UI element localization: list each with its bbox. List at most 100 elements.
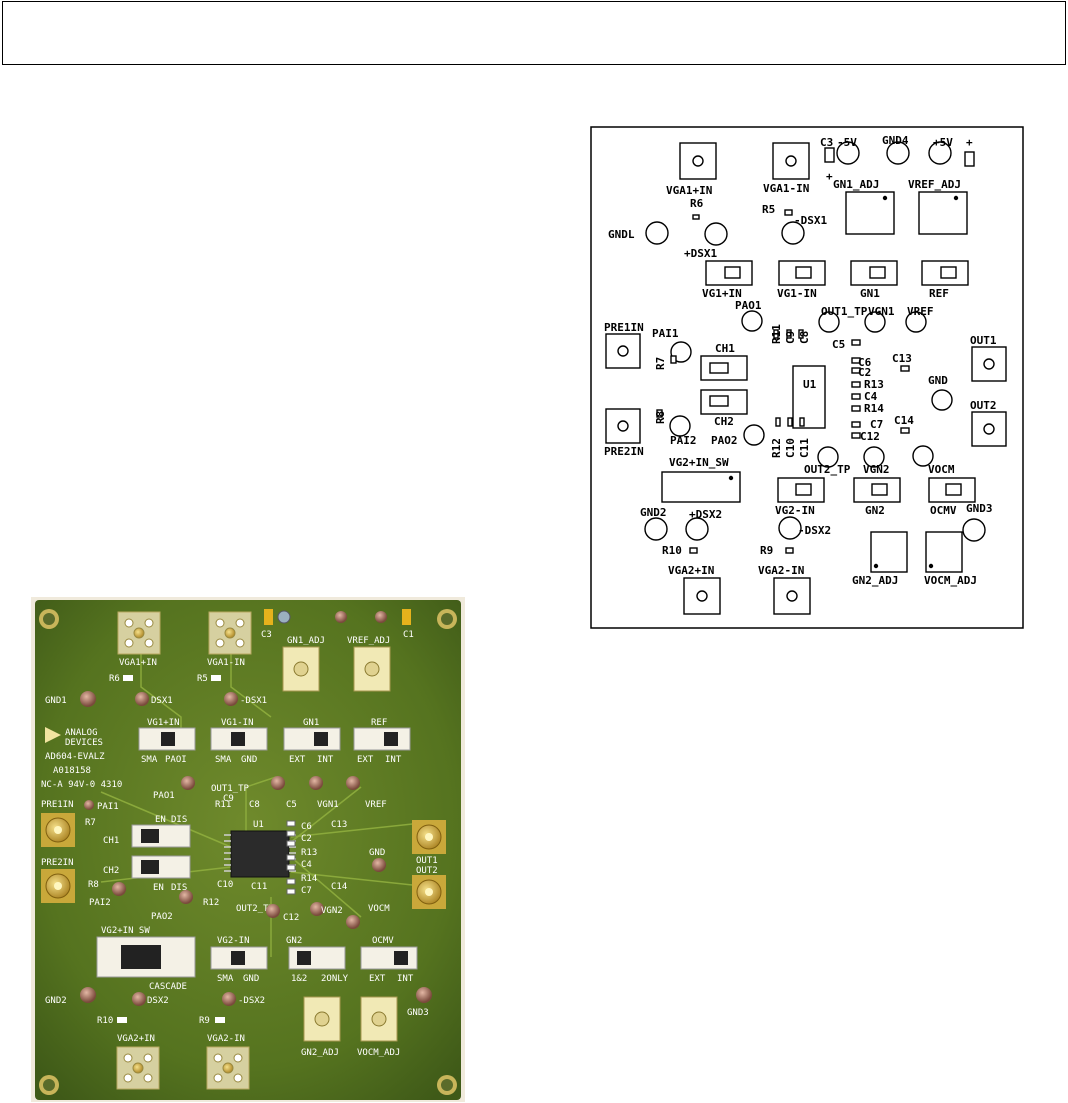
label-vga2n: VGA2-IN xyxy=(207,1034,245,1044)
silk-vrefadj: VREF_ADJ xyxy=(908,178,961,191)
label-r6: R6 xyxy=(109,674,120,684)
label-gn2adj: GN2_ADJ xyxy=(301,1048,339,1058)
label-c9: C9 xyxy=(223,794,234,804)
label-c2: C2 xyxy=(301,834,312,844)
label-pai2: PAI2 xyxy=(89,898,111,908)
silk-c8: C8 xyxy=(798,331,811,344)
label-pre2in: PRE2IN xyxy=(41,858,74,868)
silk-c3: C3 xyxy=(820,136,833,149)
silk-plus2: + xyxy=(966,136,973,149)
silk-dsx1p: +DSX1 xyxy=(684,247,717,260)
silk-c13: C13 xyxy=(892,352,912,365)
silk-r10: R10 xyxy=(662,544,682,557)
silk-c6: C6 xyxy=(858,356,872,369)
silk-vg2sw-switch xyxy=(661,471,741,503)
label-vg2sw: VG2+IN SW xyxy=(101,926,150,936)
silk-dsx2n: -DSX2 xyxy=(798,524,831,537)
silkscreen-diagram: C3 -5V GND4 +5V + + VGA1+IN VGA1-IN GN1_… xyxy=(590,126,1024,629)
silk-vg1p: VG1+IN xyxy=(702,287,742,300)
label-c14: C14 xyxy=(331,882,347,892)
label-out2tp: OUT2_TP xyxy=(236,904,275,914)
silk-pre2in: PRE2IN xyxy=(604,445,644,458)
label-boardno: A018158 xyxy=(53,766,91,776)
silk-gnd2: GND2 xyxy=(640,506,667,519)
silk-vgn1: VGN1 xyxy=(868,305,895,318)
photo-u1-chip xyxy=(230,830,290,878)
board-photo: VGA1+IN VGA1-IN C3 C1 GN1_ADJ VREF_ADJ R… xyxy=(31,597,465,1102)
label-r8: R8 xyxy=(88,880,99,890)
label-c1: C1 xyxy=(403,630,414,640)
label-vgn1: VGN1 xyxy=(317,800,339,810)
label-pai1: PAI1 xyxy=(97,802,119,812)
label-gn1: GN1 xyxy=(303,718,319,728)
label-vg1n: VG1-IN xyxy=(221,718,254,728)
label-vga2p: VGA2+IN xyxy=(117,1034,155,1044)
label-vg1in: VG1+IN xyxy=(147,718,180,728)
label-c3: C3 xyxy=(261,630,272,640)
label-board: AD604-EVALZ xyxy=(45,752,105,762)
silk-c11: C11 xyxy=(798,438,811,458)
silk-c9: C9 xyxy=(784,331,797,344)
silk-vga1p: VGA1+IN xyxy=(666,184,712,197)
silk-m5v: -5V xyxy=(837,136,857,149)
label-ul: NC-A 94V-0 4310 xyxy=(41,780,122,790)
silk-r14: R14 xyxy=(864,402,884,415)
label-pao2: PAO2 xyxy=(151,912,173,922)
label-vocm: VOCM xyxy=(368,904,390,914)
label-c11: C11 xyxy=(251,882,267,892)
silk-c7: C7 xyxy=(870,418,883,431)
label-ocmv: OCMV xyxy=(372,936,394,946)
silk-gn1adj: GN1_ADJ xyxy=(833,178,879,191)
silk-out1tp: OUT1_TP xyxy=(821,305,868,318)
label-u1: U1 xyxy=(253,820,264,830)
label-c8: C8 xyxy=(249,800,260,810)
label-vga1p: VGA1+IN xyxy=(119,658,157,668)
label-c6: C6 xyxy=(301,822,312,832)
silk-gn2: GN2 xyxy=(865,504,885,517)
label-gnd2: GND2 xyxy=(45,996,67,1006)
label-int3: INT xyxy=(397,974,414,984)
label-ch2: CH2 xyxy=(103,866,119,876)
silk-out1: OUT1 xyxy=(970,334,997,347)
label-pao1s: PAOI xyxy=(165,755,187,765)
silk-r9: R9 xyxy=(760,544,773,557)
label-vga1n: VGA1-IN xyxy=(207,658,245,668)
label-ref: REF xyxy=(371,718,387,728)
label-pre1in: PRE1IN xyxy=(41,800,74,810)
label-sma2: SMA xyxy=(215,755,232,765)
label-r11: R11 xyxy=(215,800,231,810)
silk-out2: OUT2 xyxy=(970,399,997,412)
label-gnd-s: GND xyxy=(241,755,257,765)
label-brand2: DEVICES xyxy=(65,738,103,748)
silk-r6: R6 xyxy=(690,197,704,210)
silk-vga1n: VGA1-IN xyxy=(763,182,809,195)
label-c5: C5 xyxy=(286,800,297,810)
label-dsx2a: DSX2 xyxy=(147,996,169,1006)
label-c10: C10 xyxy=(217,880,233,890)
silk-vg2sw: VG2+IN_SW xyxy=(669,456,729,469)
label-c4: C4 xyxy=(301,860,312,870)
label-gnd1: GND1 xyxy=(45,696,67,706)
silk-c2: C2 xyxy=(858,366,871,379)
silk-dsx1n: -DSX1 xyxy=(794,214,827,227)
label-ext3: EXT xyxy=(369,974,386,984)
silk-vrefadj-pot xyxy=(918,191,968,235)
silk-pre1in: PRE1IN xyxy=(604,321,644,334)
label-dsx1b: -DSX1 xyxy=(240,696,267,706)
silk-r8: R8 xyxy=(654,411,667,424)
label-r12: R12 xyxy=(203,898,219,908)
silk-gn2adj: GN2_ADJ xyxy=(852,574,898,587)
label-ch1: CH1 xyxy=(103,836,119,846)
silk-r7: R7 xyxy=(654,357,667,370)
label-gn1adj: GN1_ADJ xyxy=(287,636,325,646)
label-out2: OUT2 xyxy=(416,866,438,876)
silk-dsx2p: +DSX2 xyxy=(689,508,722,521)
silk-r5: R5 xyxy=(762,203,775,216)
silk-c5: C5 xyxy=(832,338,845,351)
silk-ocmv: OCMV xyxy=(930,504,957,517)
silk-vga2p: VGA2+IN xyxy=(668,564,714,577)
silk-gnd: GND xyxy=(928,374,948,387)
silk-pao1: PAO1 xyxy=(735,299,762,312)
silk-c4: C4 xyxy=(864,390,878,403)
silk-r12: R12 xyxy=(770,438,783,458)
